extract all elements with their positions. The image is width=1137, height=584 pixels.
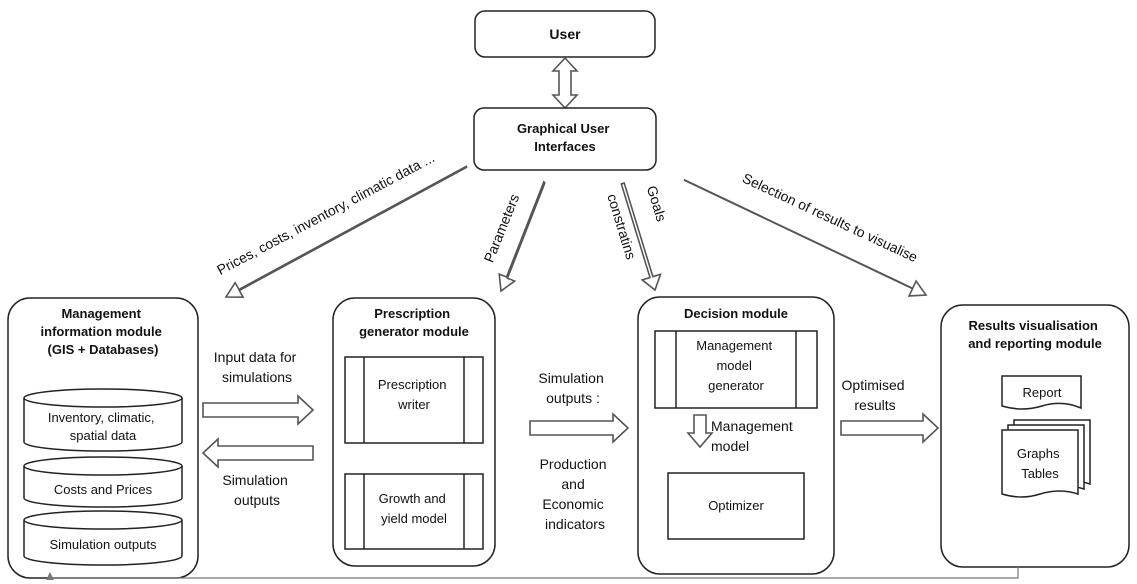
- input-data-label: Input data for simulations: [214, 349, 300, 385]
- growth-yield-model-process: Growth and yield model: [344, 473, 484, 550]
- decision-module: Decision module Management model generat…: [637, 296, 835, 575]
- prices-arrow: [224, 165, 468, 299]
- user-box: User: [474, 10, 656, 58]
- decision-module-title: Decision module: [684, 306, 788, 321]
- management-model-down-arrow: [686, 414, 714, 449]
- prescription-generator-title: Prescription generator module: [359, 306, 469, 339]
- prices-arrow-label: Prices, costs, inventory, climatic data …: [214, 149, 437, 278]
- svg-text:Inventory, climatic, s: Inventory, climatic, spatial data: [48, 410, 158, 443]
- svg-text:Management model: Management model generator: [696, 338, 776, 393]
- optimised-results-arrow: [840, 412, 940, 444]
- svg-text:Graphs Tables: Graphs Tables: [1017, 446, 1063, 481]
- optimizer-process: Optimizer: [667, 472, 805, 540]
- user-gui-double-arrow: [551, 56, 579, 110]
- production-indicators-label: Production and Economic indicators: [540, 456, 611, 532]
- management-information-title: Management information module (GIS + Dat…: [41, 306, 166, 357]
- svg-text:Costs and Prices: Costs and Prices: [54, 482, 153, 497]
- gui-label: Graphical User Interfaces: [517, 121, 613, 154]
- simulation-outputs-database: Simulation outputs: [23, 510, 183, 566]
- management-information-module: Management information module (GIS + Dat…: [7, 297, 199, 579]
- parameters-arrow: [498, 180, 546, 293]
- management-model-generator-process: Management model generator: [654, 330, 818, 409]
- prescription-writer-process: Prescription writer: [344, 356, 484, 444]
- selection-arrow-label: Selection of results to visualise: [740, 170, 920, 265]
- simulation-outputs-arrow: [529, 412, 630, 444]
- results-visualisation-title: Results visualisation and reporting modu…: [968, 318, 1102, 351]
- costs-prices-database: Costs and Prices: [23, 456, 183, 508]
- feedback-arrowhead: [46, 572, 54, 580]
- goals-arrow-label: Goals: [644, 184, 670, 224]
- gui-box: Graphical User Interfaces: [473, 107, 657, 171]
- svg-text:Optimizer: Optimizer: [708, 498, 764, 513]
- user-label: User: [549, 26, 581, 42]
- constraints-goals-arrow: [620, 182, 662, 292]
- inventory-database: Inventory, climatic, spatial data: [23, 388, 183, 452]
- feedback-line: [50, 567, 1019, 579]
- graphs-tables-documents: Graphs Tables: [1001, 419, 1091, 498]
- simulation-outputs-back-arrow: [201, 437, 314, 469]
- optimised-results-label: Optimised results: [842, 377, 909, 413]
- svg-text:Simulation outputs: Simulation outputs: [50, 537, 157, 552]
- report-document: Report: [1001, 375, 1082, 410]
- results-visualisation-module: Results visualisation and reporting modu…: [940, 304, 1130, 568]
- simulation-outputs-label: Simulation outputs :: [538, 370, 607, 406]
- prescription-generator-module: Prescription generator module Prescripti…: [332, 297, 496, 567]
- selection-arrow: [683, 178, 928, 297]
- management-model-label: Management model: [711, 418, 797, 454]
- input-data-arrow: [202, 394, 315, 426]
- simulation-outputs-back-label: Simulation outputs: [222, 472, 291, 508]
- svg-text:Report: Report: [1022, 385, 1061, 400]
- svg-text:Prescription writer: Prescription writer: [378, 377, 450, 412]
- svg-text:Growth and yield model: Growth and yield model: [379, 491, 450, 526]
